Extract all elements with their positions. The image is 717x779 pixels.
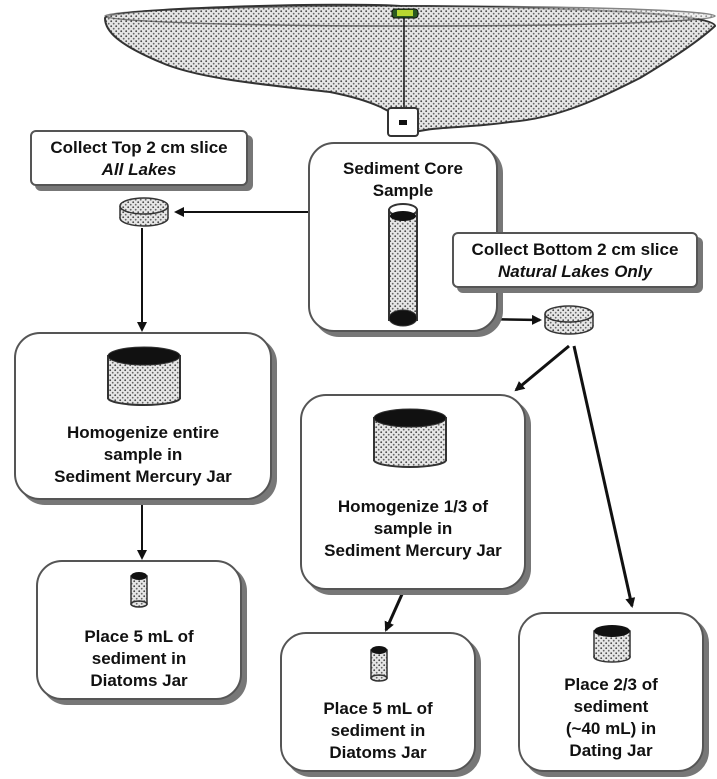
diatoms-jar-mid-box: Place 5 mL of sediment in Diatoms Jar	[280, 632, 476, 772]
diatoms-mid-line1: Place 5 mL of	[323, 699, 433, 718]
diatoms-jar-mid-icon	[370, 646, 388, 682]
arrow-bottom-slice-to-dating	[572, 345, 636, 608]
dating-line2: sediment	[573, 697, 649, 716]
dating-jar-box: Place 2/3 of sediment (~40 mL) in Dating…	[518, 612, 704, 772]
top-slice-subtitle: All Lakes	[101, 160, 177, 179]
dating-line1: Place 2/3 of	[564, 675, 658, 694]
top-slice-label-box: Collect Top 2 cm slice All Lakes	[30, 130, 248, 186]
boat-icon	[391, 8, 419, 19]
diatoms-left-line3: Diatoms Jar	[90, 671, 188, 690]
corer-icon	[387, 107, 419, 137]
diatoms-left-line1: Place 5 mL of	[84, 627, 194, 646]
homogenize-entire-line3: Sediment Mercury Jar	[54, 467, 232, 486]
core-tube-icon	[388, 203, 418, 327]
dating-jar-icon	[593, 625, 631, 663]
dating-line4: Dating Jar	[569, 741, 653, 760]
homogenize-third-line2: sample in	[373, 519, 453, 538]
diatoms-left-line2: sediment in	[91, 649, 187, 668]
arrow-homogenize-third-to-diatoms-mid	[384, 591, 405, 632]
mercury-jar-icon	[107, 346, 181, 406]
homogenize-entire-line2: sample in	[103, 445, 183, 464]
top-slice-title: Collect Top 2 cm slice	[50, 138, 228, 157]
dating-line3: (~40 mL) in	[565, 719, 657, 738]
core-title-line2: Sample	[372, 181, 434, 200]
homogenize-third-line3: Sediment Mercury Jar	[324, 541, 502, 560]
arrow-bottom-slice-to-homogenize-third	[514, 344, 570, 392]
homogenize-entire-line1: Homogenize entire	[66, 423, 220, 442]
bottom-slice-subtitle: Natural Lakes Only	[497, 262, 652, 281]
diatoms-jar-left-icon	[130, 572, 148, 608]
mercury-jar-third-icon	[373, 408, 447, 468]
bottom-slice-title: Collect Bottom 2 cm slice	[471, 240, 679, 259]
top-slice-disk-icon	[119, 197, 169, 227]
diatoms-mid-line3: Diatoms Jar	[329, 743, 427, 762]
diatoms-mid-line2: sediment in	[330, 721, 426, 740]
bottom-slice-label-box: Collect Bottom 2 cm slice Natural Lakes …	[452, 232, 698, 288]
core-title-line1: Sediment Core	[343, 159, 463, 178]
bottom-slice-disk-icon	[544, 305, 594, 335]
homogenize-third-line1: Homogenize 1/3 of	[337, 497, 489, 516]
